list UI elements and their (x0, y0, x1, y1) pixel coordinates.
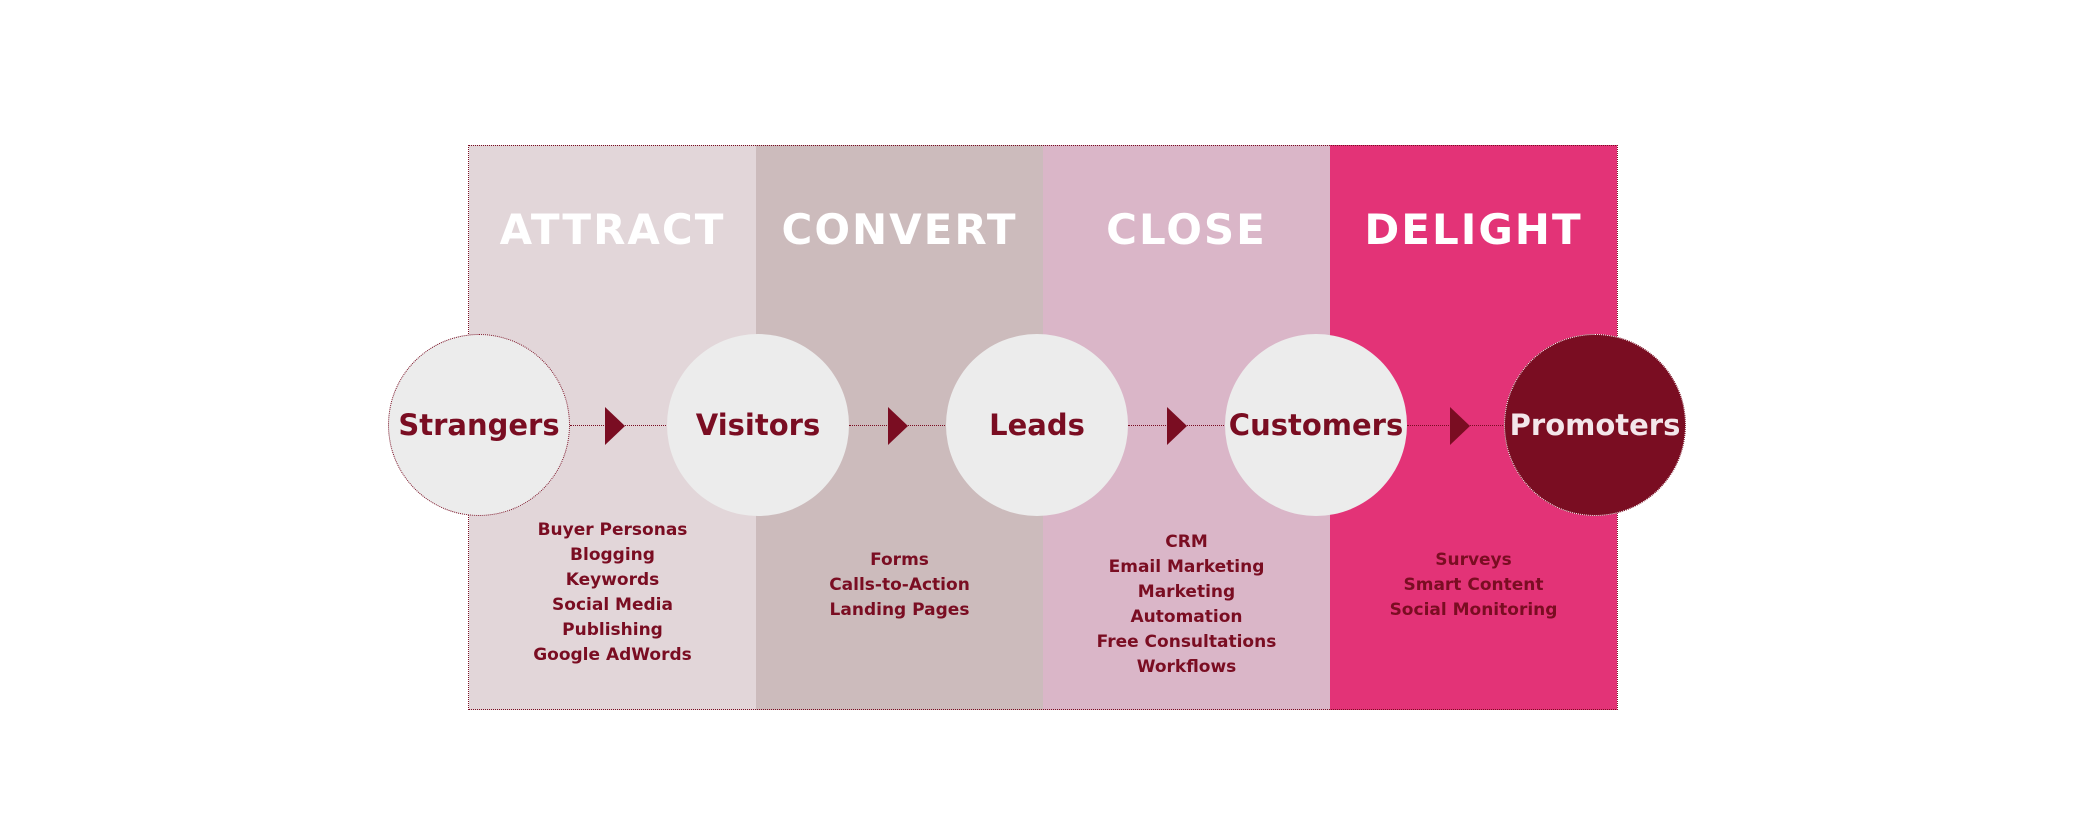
tool-item: Landing Pages (829, 600, 970, 620)
tool-item: Google AdWords (533, 645, 692, 665)
stage-customers: Customers (1225, 334, 1407, 516)
stage-label: Promoters (1509, 408, 1681, 442)
phase-title-attract: ATTRACT (499, 205, 726, 254)
arrow-right-icon (888, 407, 908, 445)
tool-item: Calls-to-Action (829, 575, 970, 595)
tool-item: CRM (1165, 532, 1208, 552)
phase-title-delight: DELIGHT (1364, 205, 1583, 254)
arrow-right-icon (1450, 407, 1470, 445)
tool-item: Social Media (552, 595, 673, 615)
tool-item: Automation (1130, 607, 1243, 627)
tool-item: Surveys (1435, 550, 1512, 570)
stage-leads: Leads (946, 334, 1128, 516)
tools-convert: Forms Calls-to-Action Landing Pages (756, 548, 1043, 623)
stage-label: Strangers (398, 408, 560, 442)
tool-item: Buyer Personas (537, 520, 688, 540)
arrow-right-icon (605, 407, 625, 445)
tool-item: Keywords (565, 570, 660, 590)
stage-strangers: Strangers (388, 334, 570, 516)
tools-attract: Buyer Personas Blogging Keywords Social … (469, 518, 756, 668)
stage-promoters: Promoters (1504, 334, 1686, 516)
tool-item: Blogging (570, 545, 655, 565)
tool-item: Marketing (1137, 582, 1236, 602)
stage-label: Visitors (695, 408, 821, 442)
phase-title-close: CLOSE (1106, 205, 1267, 254)
stage-label: Customers (1228, 408, 1404, 442)
tools-close: CRM Email Marketing Marketing Automation… (1043, 530, 1330, 680)
tool-item: Smart Content (1403, 575, 1544, 595)
tool-item: Forms (870, 550, 929, 570)
stage-visitors: Visitors (667, 334, 849, 516)
tools-delight: Surveys Smart Content Social Monitoring (1330, 548, 1617, 623)
phase-title-convert: CONVERT (781, 205, 1018, 254)
tool-item: Email Marketing (1108, 557, 1265, 577)
arrow-right-icon (1167, 407, 1187, 445)
stage-label: Leads (989, 408, 1085, 442)
tool-item: Free Consultations (1096, 632, 1277, 652)
tool-item: Workflows (1136, 657, 1237, 677)
tool-item: Social Monitoring (1389, 600, 1558, 620)
tool-item: Publishing (562, 620, 663, 640)
